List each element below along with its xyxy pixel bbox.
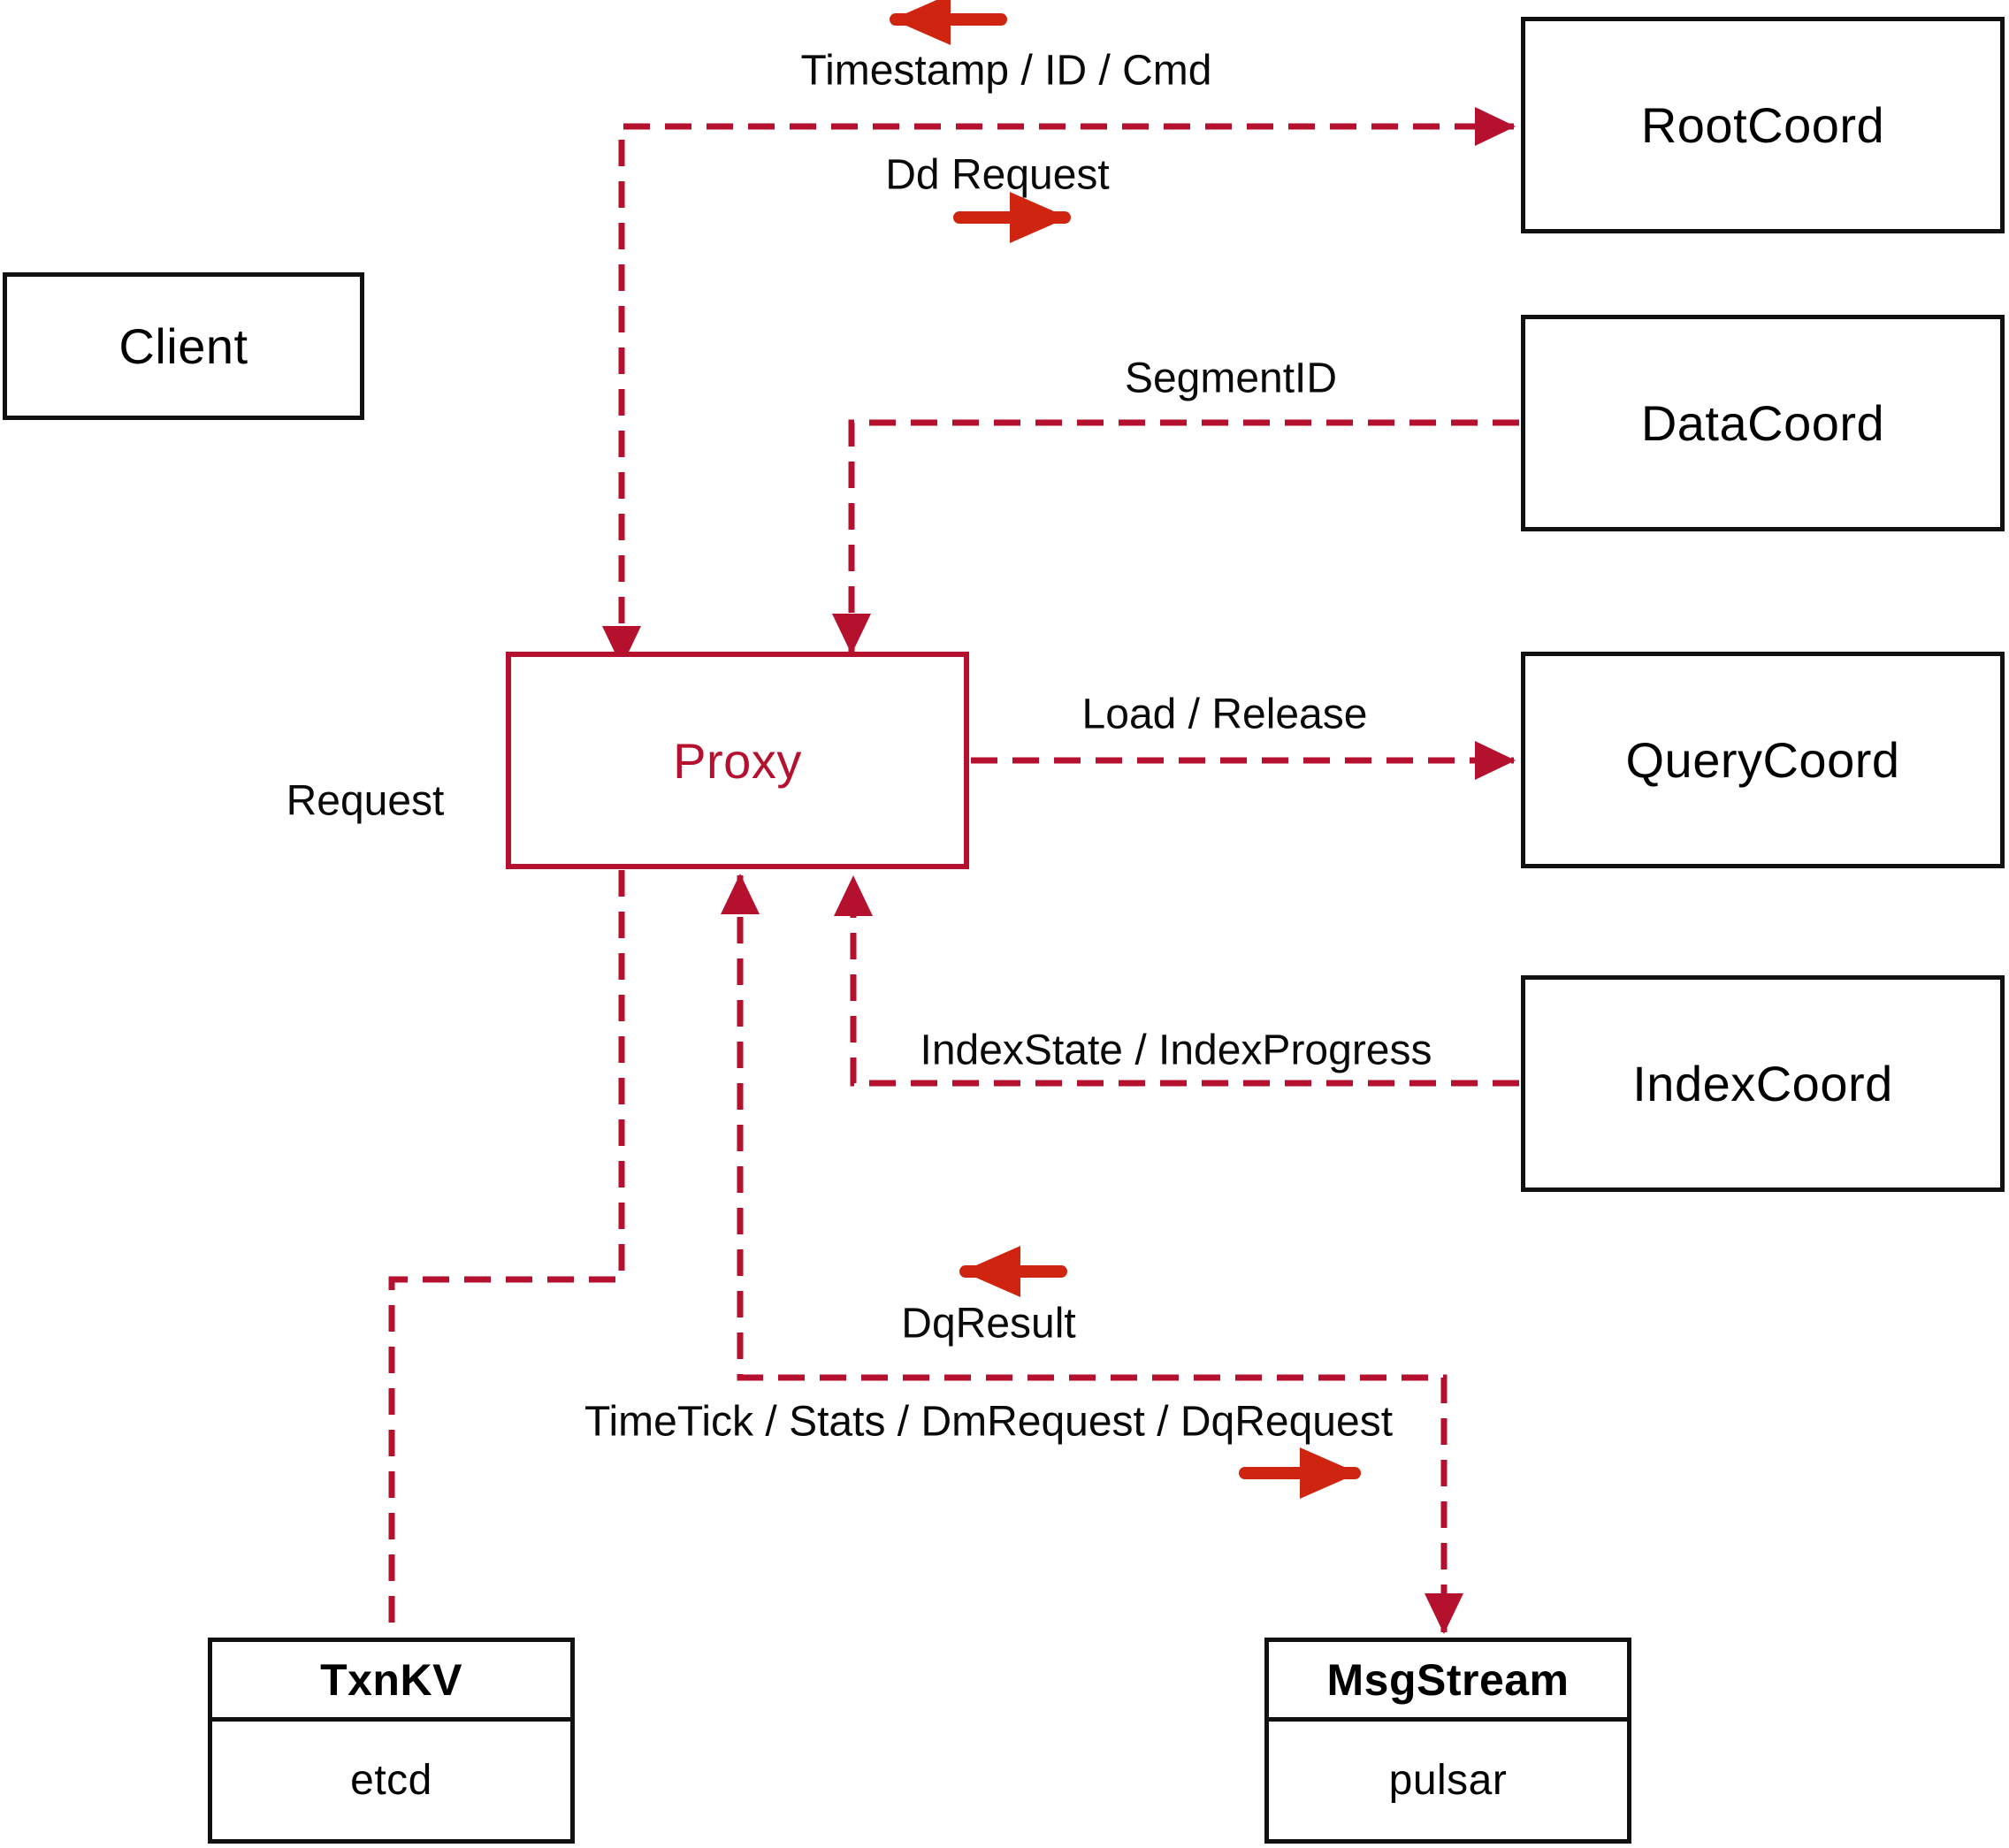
node-client-label: Client [118, 318, 248, 374]
node-txnkv: TxnKV etcd [208, 1638, 575, 1844]
node-rootcoord-label: RootCoord [1640, 97, 1885, 153]
node-indexcoord-label: IndexCoord [1632, 1056, 1893, 1111]
node-proxy: Proxy [506, 652, 969, 869]
edge-label-dd-request: Dd Request [885, 151, 1110, 199]
edge-proxy-txnkv [388, 870, 625, 1636]
node-msgstream-subtitle: pulsar [1388, 1757, 1508, 1804]
edge-proxy-msgstream [721, 874, 1463, 1634]
edge-label-indexstate: IndexState / IndexProgress [920, 1027, 1432, 1074]
node-msgstream: MsgStream pulsar [1264, 1638, 1631, 1844]
node-datacoord-label: DataCoord [1640, 395, 1885, 451]
node-txnkv-subtitle: etcd [350, 1757, 432, 1804]
node-rootcoord: RootCoord [1521, 17, 2005, 233]
node-client: Client [3, 272, 364, 420]
node-proxy-label: Proxy [673, 732, 802, 789]
edge-proxy-rootcoord [602, 107, 1516, 667]
node-datacoord: DataCoord [1521, 315, 2005, 531]
node-querycoord: QueryCoord [1521, 652, 2005, 868]
node-querycoord-label: QueryCoord [1625, 732, 1900, 788]
edge-label-load-release: Load / Release [1081, 691, 1368, 738]
edge-label-timetick: TimeTick / Stats / DmRequest / DqRequest [584, 1398, 1394, 1446]
edge-label-timestamp: Timestamp / ID / Cmd [800, 47, 1212, 95]
edge-label-segmentid: SegmentID [1124, 355, 1338, 402]
node-msgstream-title: MsgStream [1269, 1642, 1627, 1722]
edge-datacoord-proxy [832, 419, 1519, 654]
node-indexcoord: IndexCoord [1521, 975, 2005, 1192]
edge-label-request: Request [286, 777, 445, 825]
edge-label-dqresult: DqResult [901, 1300, 1076, 1348]
node-txnkv-title: TxnKV [212, 1642, 570, 1722]
